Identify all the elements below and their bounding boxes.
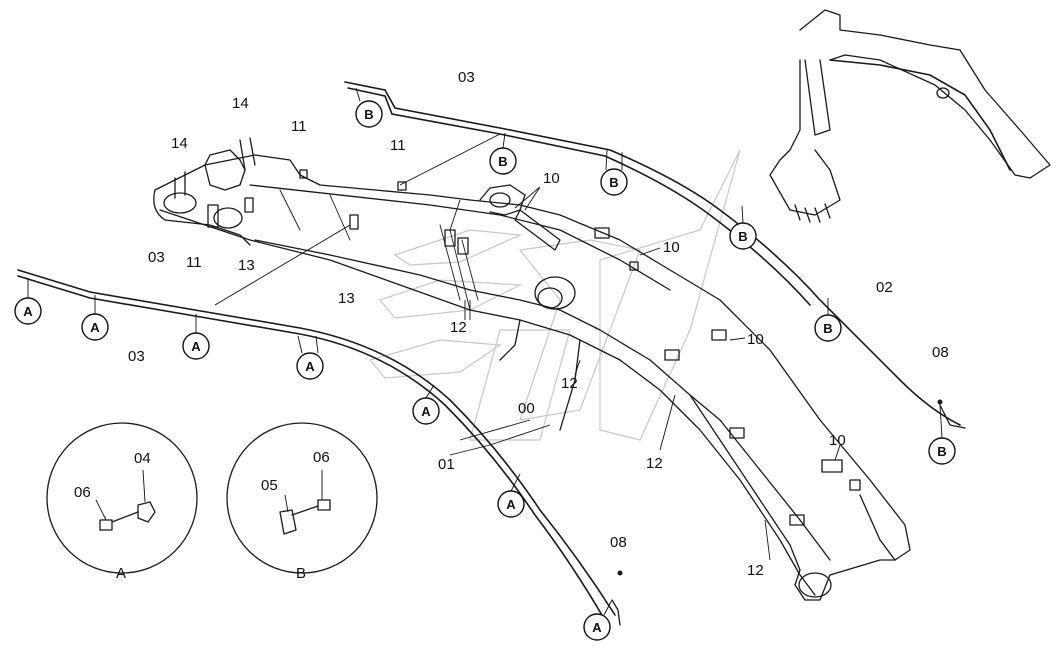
callout-bubble: A — [296, 352, 324, 380]
callout-bubble: B — [600, 168, 628, 196]
part-label: 10 — [543, 170, 560, 187]
callout-bubble: A — [583, 613, 611, 641]
hose-end-fittings — [611, 399, 966, 626]
part-label: 13 — [338, 290, 355, 307]
detail-a-caption: A — [116, 565, 126, 582]
callout-b-2: B — [498, 154, 507, 169]
part-label: 06 — [313, 449, 330, 466]
callout-b-1: B — [364, 107, 373, 122]
part-label: 01 — [438, 456, 455, 473]
part-label: 02 — [876, 279, 893, 296]
callout-bubble: B — [489, 147, 517, 175]
detail-b-caption: B — [296, 565, 306, 582]
callout-a-4: A — [305, 359, 315, 374]
watermark-logo — [368, 149, 741, 441]
leader-lines — [214, 133, 841, 561]
part-label: 03 — [128, 348, 145, 365]
part-label: 11 — [291, 118, 307, 135]
callout-bubble: B — [814, 314, 842, 342]
callout-bubble: B — [355, 100, 383, 128]
part-label: 14 — [232, 95, 249, 112]
callout-bubble: B — [729, 222, 757, 250]
detail-a-view — [46, 422, 198, 574]
part-label: 03 — [148, 249, 165, 266]
callout-b-5: B — [823, 321, 832, 336]
part-label: 11 — [390, 137, 406, 154]
part-label: 08 — [610, 534, 627, 551]
callout-a-3: A — [191, 339, 201, 354]
part-label: 05 — [261, 477, 278, 494]
callout-a-7: A — [592, 620, 602, 635]
part-label: 06 — [74, 484, 91, 501]
part-label: 00 — [518, 400, 535, 417]
part-label: 11 — [186, 254, 202, 271]
boom-clamps — [174, 137, 861, 526]
part-label: 10 — [663, 239, 680, 256]
callout-b-3: B — [609, 175, 618, 190]
callout-a-2: A — [90, 320, 100, 335]
part-label: 12 — [561, 375, 578, 392]
callout-a-6: A — [506, 497, 516, 512]
excavator-thumbnail — [769, 9, 1051, 223]
callout-bubble: A — [497, 490, 525, 518]
part-label: 10 — [829, 432, 846, 449]
callout-a-1: A — [23, 304, 33, 319]
callout-bubble: A — [182, 332, 210, 360]
callout-bubble: A — [412, 397, 440, 425]
boom-structure — [153, 149, 911, 601]
callout-stems — [27, 87, 943, 616]
callout-b-6: B — [937, 444, 946, 459]
part-label: 12 — [450, 319, 467, 336]
part-label: 13 — [238, 257, 255, 274]
part-label: 03 — [458, 69, 475, 86]
callout-bubble: A — [81, 313, 109, 341]
callout-bubble: A — [14, 297, 42, 325]
part-label: 10 — [747, 331, 764, 348]
callout-b-4: B — [738, 229, 747, 244]
detail-b-view — [226, 422, 378, 574]
part-label: 04 — [134, 450, 151, 467]
part-label: 08 — [932, 344, 949, 361]
part-label: 14 — [171, 135, 188, 152]
callout-a-5: A — [421, 404, 431, 419]
part-label: 12 — [646, 455, 663, 472]
callout-bubble: B — [928, 437, 956, 465]
part-label: 12 — [747, 562, 764, 579]
part-number-labels: 03 14 11 14 11 10 11 13 03 13 10 02 03 1… — [74, 69, 949, 579]
